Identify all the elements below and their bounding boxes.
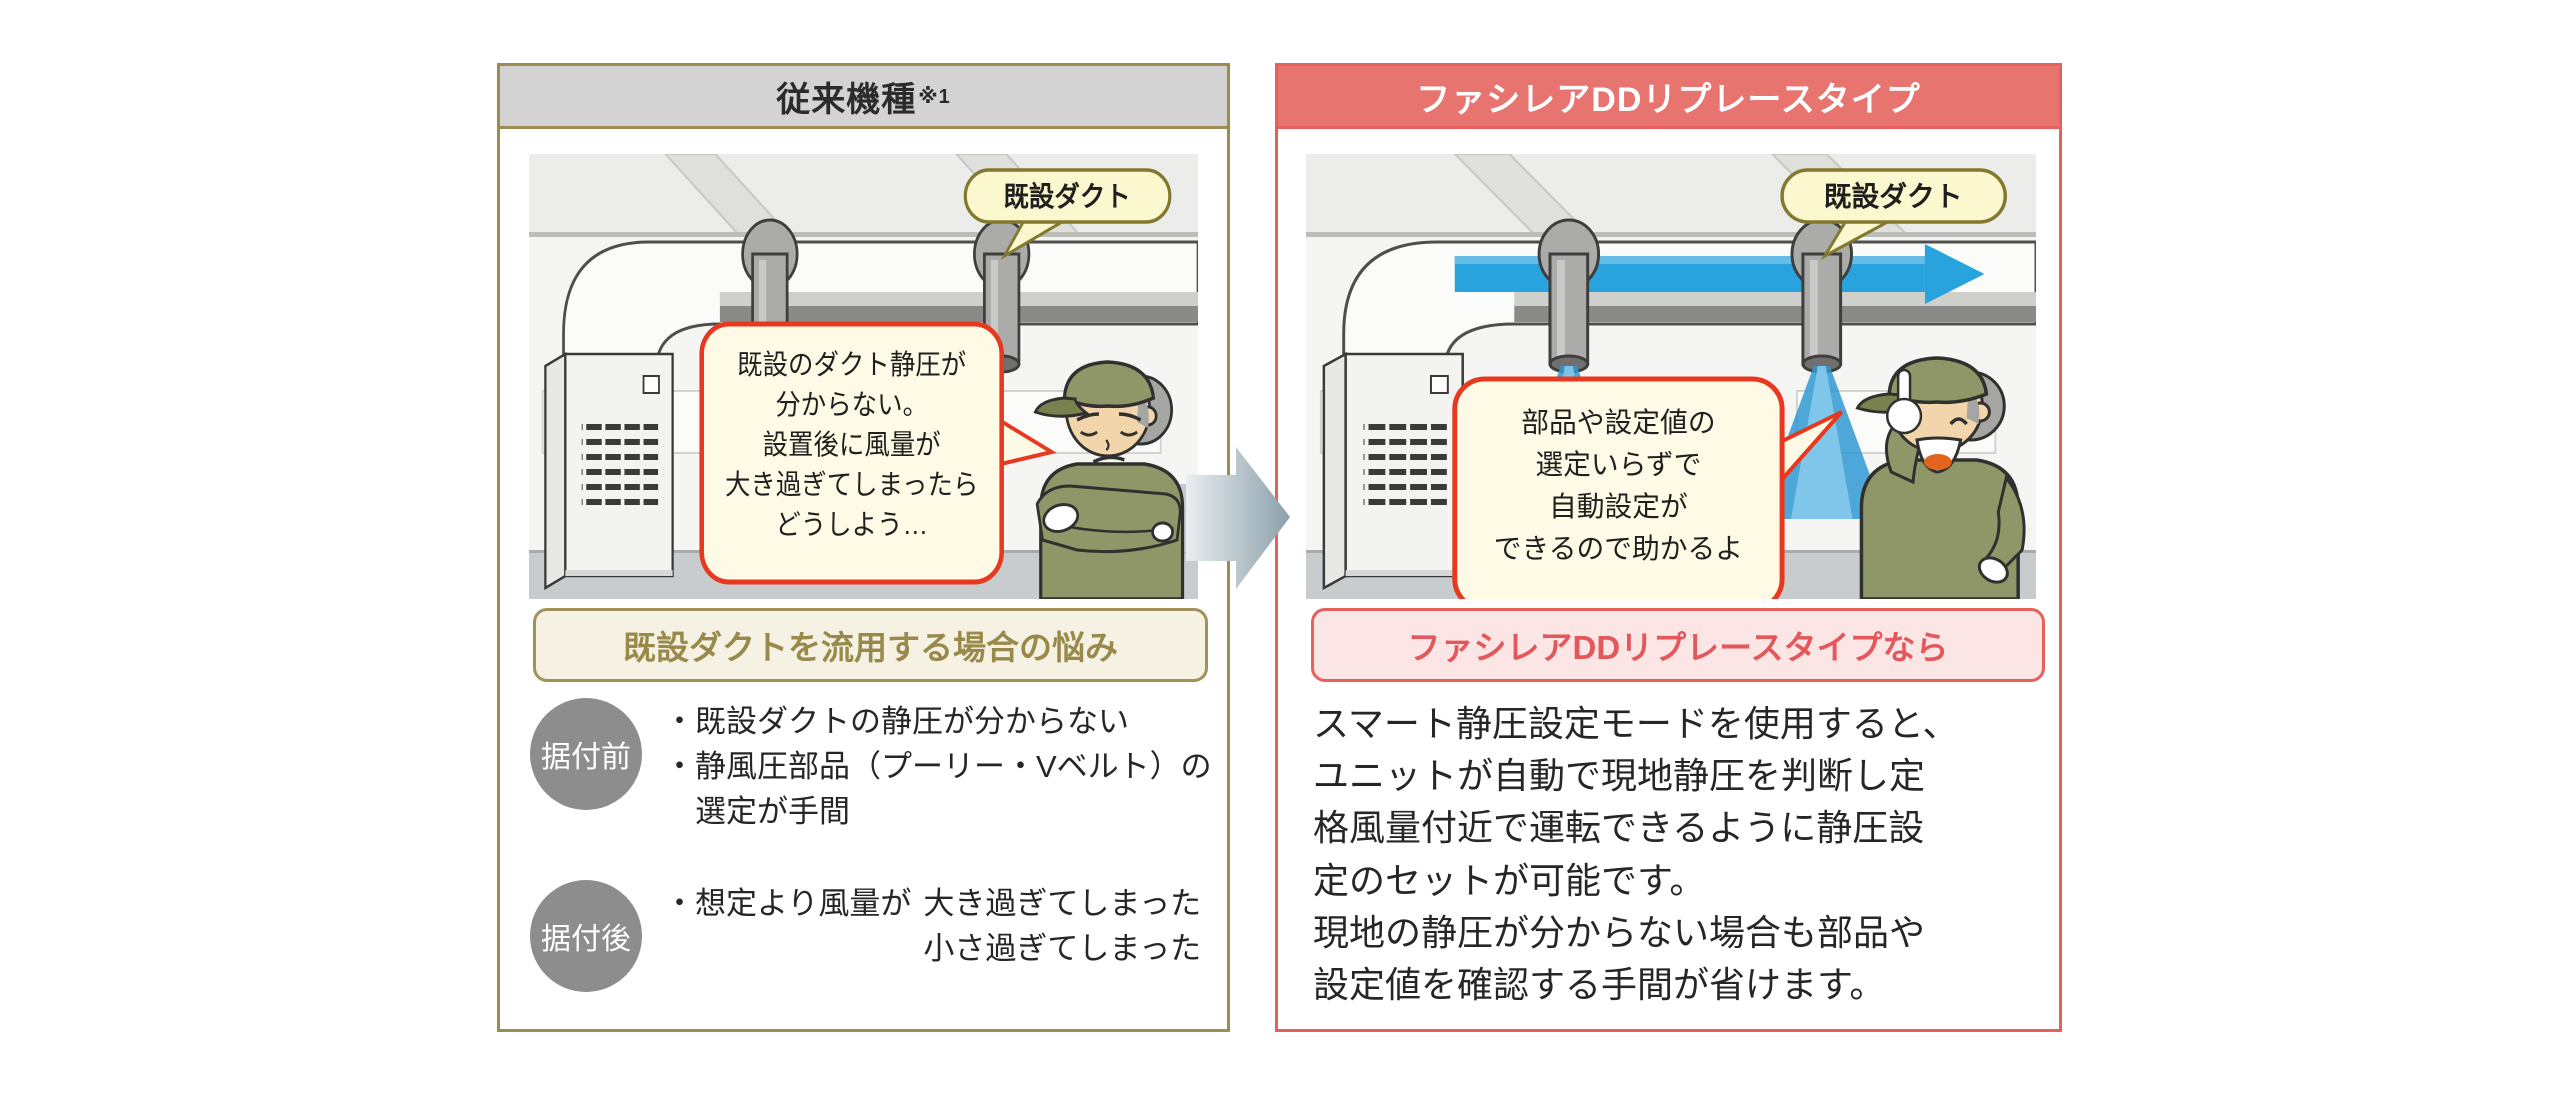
before-install-notes: ・既設ダクトの静圧が分からない ・静風圧部品（プーリー・Vベルト）の 選定が手間 <box>664 704 1212 829</box>
unit-grille <box>1363 416 1447 506</box>
svg-text:設置後に風量が: 設置後に風量が <box>763 429 941 460</box>
after-install-notes: ・想定より風量が 大き過ぎてしまった 小さ過ぎてしまった <box>664 886 1202 966</box>
closed-eye <box>1079 430 1098 437</box>
transition-arrow-icon <box>1186 447 1290 589</box>
unit-grille <box>581 416 659 506</box>
worried-worker <box>1033 360 1185 601</box>
svg-text:大き過ぎてしまったら: 大き過ぎてしまったら <box>725 469 978 500</box>
conventional-panel-title: 従来機種※1 <box>500 66 1227 129</box>
conventional-panel: 従来機種※1 <box>497 63 1230 1032</box>
duct-callout-label: 既設ダクト <box>1003 180 1130 212</box>
existing-duct <box>562 240 1200 371</box>
before-install-badge: 据付前 <box>530 698 642 810</box>
duct-callout: 既設ダクト <box>963 168 1172 260</box>
facilea-scene-illustration: 既設ダクト 部品や設定値の 選定いらずで 自動設定が できるので助かるよ <box>1306 153 2038 612</box>
facilea-title-text: ファシレアDDリプレースタイプ <box>1416 80 1921 119</box>
glove <box>1977 556 2009 584</box>
happy-worker <box>1855 356 2026 601</box>
title-footnote-mark: ※1 <box>918 85 951 108</box>
air-handling-unit <box>544 351 674 591</box>
conventional-caption: 既設ダクトを流用する場合の悩み <box>533 608 1208 682</box>
crossed-arms <box>1035 484 1182 554</box>
air-discharge-cone <box>1757 366 1887 519</box>
svg-text:選定いらずで: 選定いらずで <box>1535 449 1701 480</box>
svg-text:部品や設定値の: 部品や設定値の <box>1521 407 1715 438</box>
branch-pipe <box>1537 218 1601 374</box>
cap-brim <box>1033 396 1090 418</box>
closed-eye <box>1119 430 1138 437</box>
svg-text:分からない。: 分からない。 <box>775 389 928 420</box>
svg-text:できるので助かるよ: できるので助かるよ <box>1494 533 1743 564</box>
facilea-description: スマート静圧設定モードを使用すると、 ユニットが自動で現地静圧を判断し定 格風量… <box>1313 703 1959 1005</box>
svg-text:自動設定が: 自動設定が <box>1549 491 1688 522</box>
cap <box>1062 360 1156 409</box>
conventional-scene: 既設ダクト 既設のダクト静圧が 分からない。 設置後に風量が 大き過ぎてしまった… <box>529 153 1200 601</box>
frown-mouth <box>1092 455 1125 464</box>
facilea-panel-title: ファシレアDDリプレースタイプ <box>1278 66 2059 129</box>
facilea-panel: ファシレアDDリプレースタイプ <box>1275 63 2062 1032</box>
relief-speech-bubble: 部品や設定値の 選定いらずで 自動設定が できるので助かるよ <box>1452 376 1844 612</box>
facilea-caption: ファシレアDDリプレースタイプなら <box>1311 608 2045 682</box>
duct-callout: 既設ダクト <box>1780 168 2007 260</box>
air-handling-unit <box>1322 351 1464 591</box>
cap <box>1887 356 1989 405</box>
ceiling-edge <box>529 232 1198 237</box>
duct-callout-label: 既設ダクト <box>1824 180 1963 212</box>
worry-speech-bubble: 既設のダクト静圧が 分からない。 設置後に風量が 大き過ぎてしまったら どうしよ… <box>699 321 1057 585</box>
happy-eye <box>1949 417 1968 426</box>
conventional-scene-illustration: 既設ダクト 既設のダクト静圧が 分からない。 設置後に風量が 大き過ぎてしまった… <box>529 153 1200 601</box>
after-install-row: 据付後 ・想定より風量が 大き過ぎてしまった 小さ過ぎてしまった <box>530 880 1201 992</box>
before-install-row: 据付前 ・既設ダクトの静圧が分からない ・静風圧部品（プーリー・Vベルト）の 選… <box>530 698 1212 835</box>
glove <box>1042 503 1080 533</box>
ceiling-edge <box>1306 232 2036 237</box>
after-install-badge: 据付後 <box>530 880 642 992</box>
facilea-scene: 既設ダクト 部品や設定値の 選定いらずで 自動設定が できるので助かるよ <box>1306 153 2038 612</box>
svg-text:既設のダクト静圧が: 既設のダクト静圧が <box>737 349 966 380</box>
conventional-title-text: 従来機種 <box>776 80 917 119</box>
svg-text:どうしよう…: どうしよう… <box>775 509 928 540</box>
